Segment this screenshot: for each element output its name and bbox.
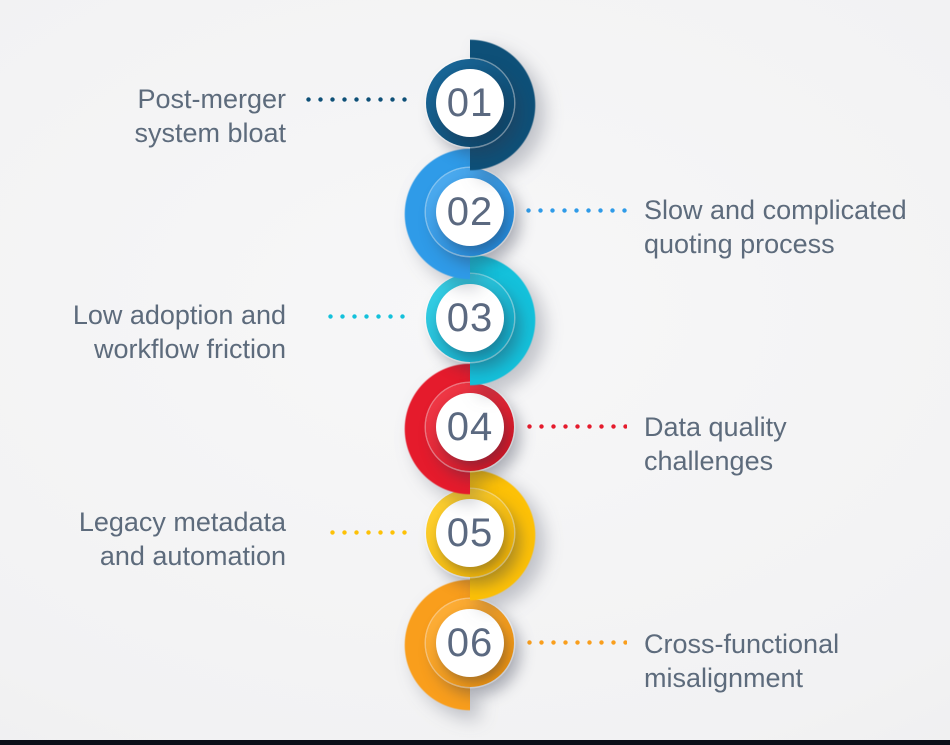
step-label-4: Data quality challenges (644, 410, 939, 478)
step-number-2: 02 (446, 189, 494, 234)
step-label-line2: misalignment (644, 663, 804, 693)
step-label-line2: system bloat (134, 118, 286, 148)
step-number-6: 06 (446, 620, 494, 665)
step-label-line1: Low adoption and (72, 300, 286, 330)
step-label-1: Post-merger system bloat (36, 82, 286, 150)
step-label-2: Slow and complicated quoting process (644, 193, 939, 261)
connector-dots-4 (527, 424, 627, 429)
connector-dots-2 (526, 208, 630, 213)
number-circle-6: 06 (436, 609, 504, 677)
step-label-line2: and automation (99, 541, 286, 571)
marker-ring-1: 01 (426, 59, 514, 147)
footer-bar (0, 740, 950, 745)
step-number-4: 04 (446, 404, 494, 449)
step-label-line1: Data quality (644, 412, 787, 442)
number-circle-2: 02 (436, 178, 504, 246)
number-circle-3: 03 (436, 284, 504, 352)
step-number-3: 03 (446, 295, 494, 340)
marker-ring-5: 05 (426, 489, 514, 577)
step-label-5: Legacy metadata and automation (36, 505, 286, 573)
step-label-line1: Slow and complicated (644, 195, 907, 225)
step-label-line2: challenges (644, 446, 774, 476)
connector-dots-3 (328, 314, 412, 319)
step-label-line2: quoting process (644, 229, 835, 259)
step-label-3: Low adoption and workflow friction (36, 298, 286, 366)
step-number-5: 05 (446, 510, 494, 555)
marker-ring-3: 03 (426, 274, 514, 362)
step-label-line2: workflow friction (93, 334, 286, 364)
connector-dots-1 (306, 97, 414, 102)
step-label-6: Cross-functional misalignment (644, 627, 939, 695)
step-label-line1: Post-merger (137, 84, 286, 114)
marker-ring-6: 06 (426, 599, 514, 687)
marker-ring-2: 02 (426, 168, 514, 256)
marker-ring-4: 04 (426, 383, 514, 471)
number-circle-5: 05 (436, 499, 504, 567)
step-label-line1: Cross-functional (644, 629, 840, 659)
step-label-line1: Legacy metadata (78, 507, 286, 537)
step-number-1: 01 (446, 80, 494, 125)
connector-dots-5 (330, 530, 410, 535)
number-circle-1: 01 (436, 69, 504, 137)
number-circle-4: 04 (436, 393, 504, 461)
connector-dots-6 (527, 640, 627, 645)
